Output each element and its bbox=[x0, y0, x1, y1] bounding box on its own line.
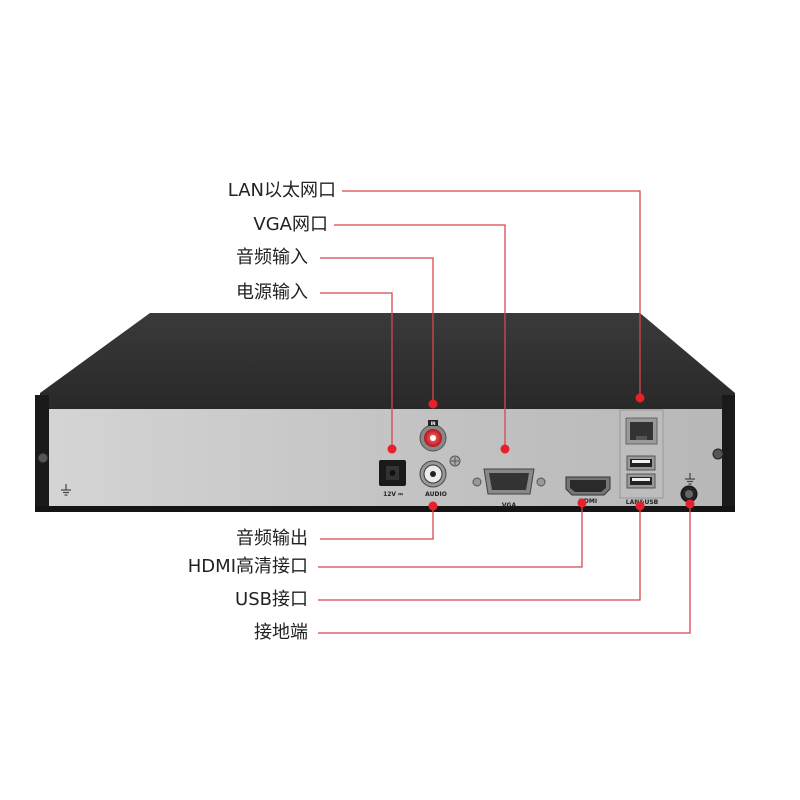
audio-port-label: AUDIO bbox=[425, 491, 447, 498]
ground-symbol-icon bbox=[685, 473, 695, 485]
label-audio-in: 音频输入 bbox=[236, 247, 308, 268]
audio-out-port[interactable] bbox=[419, 460, 447, 488]
label-vga: VGA网口 bbox=[253, 214, 328, 235]
audio-in-port[interactable] bbox=[419, 424, 447, 452]
chassis-left-edge bbox=[35, 395, 49, 510]
lan-usb-port-label: LAN&USB bbox=[626, 499, 659, 506]
ground-terminal[interactable] bbox=[680, 485, 698, 503]
hdmi-port-label: HDMI bbox=[579, 498, 597, 505]
usb-port-2[interactable] bbox=[626, 473, 656, 489]
label-lan: LAN以太网口 bbox=[227, 180, 336, 201]
lan-usb-block bbox=[619, 409, 664, 499]
label-audio-out: 音频输出 bbox=[236, 528, 308, 549]
right-screw-icon bbox=[712, 448, 724, 460]
vga-port-label: VGA bbox=[502, 502, 517, 509]
chassis-right-edge bbox=[722, 395, 735, 510]
label-usb: USB接口 bbox=[235, 589, 308, 610]
lan-port[interactable] bbox=[625, 417, 658, 445]
left-screw-icon bbox=[37, 452, 49, 464]
usb-port-1[interactable] bbox=[626, 455, 656, 471]
chassis-bottom-lip bbox=[35, 506, 735, 512]
vga-port[interactable] bbox=[472, 468, 546, 495]
power-port-label: 12V ⎓ bbox=[383, 491, 403, 498]
power-jack[interactable] bbox=[379, 460, 406, 486]
ground-symbol-icon bbox=[61, 484, 71, 496]
label-power: 电源输入 bbox=[236, 282, 308, 303]
hdmi-port[interactable] bbox=[565, 476, 611, 496]
audio-in-text: IN bbox=[431, 421, 436, 426]
label-hdmi: HDMI高清接口 bbox=[187, 556, 308, 577]
label-ground: 接地端 bbox=[254, 622, 308, 643]
